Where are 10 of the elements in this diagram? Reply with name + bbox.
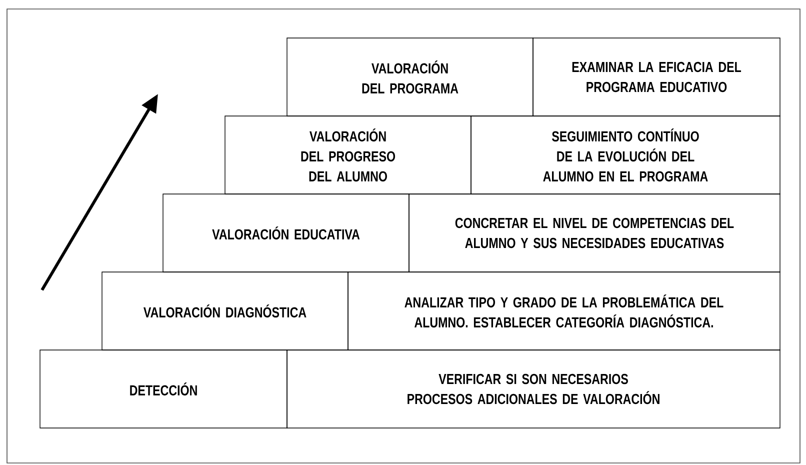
process-box: EXAMINAR LA EFICACIA DEL PROGRAMA EDUCATIVO — [532, 38, 780, 116]
process-box: VALORACIÓN EDUCATIVA — [162, 194, 410, 272]
process-box: VALORACIÓN DEL PROGRAMA — [286, 38, 534, 116]
process-box: VALORACIÓN DEL PROGRESO DEL ALUMNO — [224, 116, 472, 194]
process-box: CONCRETAR EL NIVEL DE COMPETENCIAS DEL ALUMNO Y SUS NECESIDADES EDUCATIVAS — [408, 194, 780, 272]
process-box: VALORACIÓN DIAGNÓSTICA — [102, 272, 348, 350]
process-box: VERIFICAR SI SON NECESARIOS PROCESOS ADICIONALES DE VALORACIÓN — [286, 350, 780, 428]
process-box: ANALIZAR TIPO Y GRADO DE LA PROBLEMÁTICA DEL ALUMNO. ESTABLECER CATEGORÍA DIAGNÓSTICA. — [348, 272, 780, 350]
process-box: SEGUIMIENTO CONTÍNUO DE LA EVOLUCIÓN DEL ALUMNO EN EL PROGRAMA — [470, 116, 780, 194]
process-box: DETECCIÓN — [40, 350, 288, 428]
